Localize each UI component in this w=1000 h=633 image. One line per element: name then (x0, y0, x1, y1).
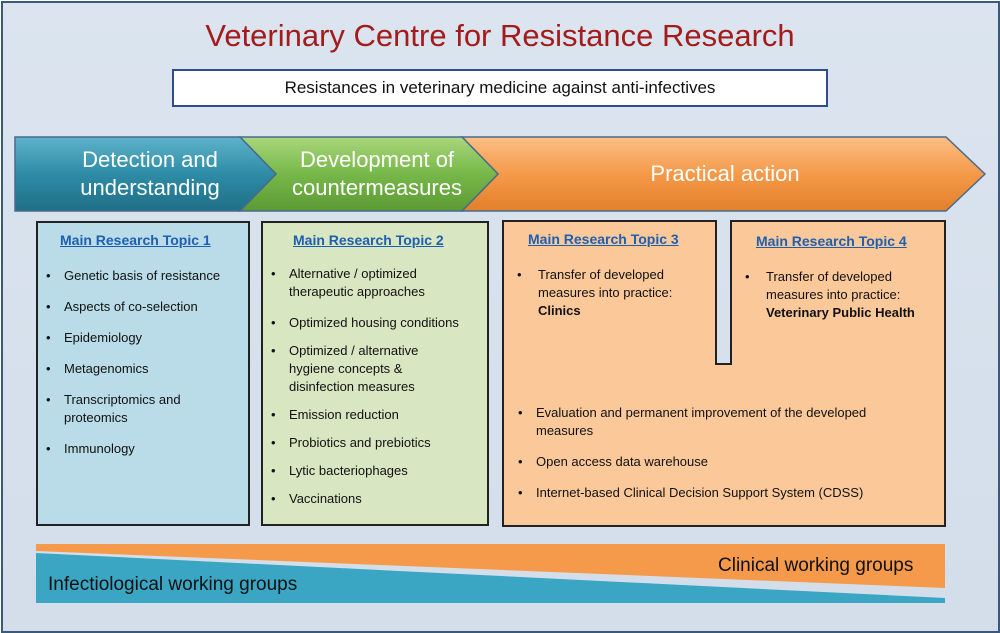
list-item: Emission reduction (263, 406, 469, 424)
topic-2-heading[interactable]: Main Research Topic 2 (293, 232, 444, 248)
list-item: Probiotics and prebiotics (263, 434, 469, 452)
topic-4-heading[interactable]: Main Research Topic 4 (756, 233, 907, 249)
page-title: Veterinary Centre for Resistance Researc… (205, 18, 795, 53)
phase-label-detection-line1: Detection and (82, 147, 218, 172)
list-item: Genetic basis of resistance (38, 267, 243, 285)
subtitle-text: Resistances in veterinary medicine again… (284, 78, 716, 97)
list-item: Transcriptomics and proteomics (38, 391, 243, 427)
list-item: Optimized housing conditions (263, 314, 469, 332)
topic-4-emphasis: Veterinary Public Health (766, 305, 915, 320)
list-item: Vaccinations (263, 490, 469, 508)
list-item: Metagenomics (38, 360, 243, 378)
phase-label-development-line2: countermeasures (292, 175, 462, 200)
shared-practice-list: Evaluation and permanent improvement of … (510, 404, 910, 515)
list-item: Lytic bacteriophages (263, 462, 469, 480)
list-item: Open access data warehouse (510, 453, 910, 471)
phase-label-development: Development of countermeasures (272, 146, 482, 202)
phase-label-development-line1: Development of (299, 147, 455, 172)
topic-1-list: Genetic basis of resistance Aspects of c… (38, 267, 243, 471)
list-item: Optimized / alternative hygiene concepts… (263, 342, 469, 396)
list-item: Alternative / optimized therapeutic appr… (263, 265, 469, 301)
phase-label-detection: Detection and understanding (40, 146, 260, 202)
topic-4-bullet: • (745, 269, 750, 284)
topic-3-text: Transfer of developed measures into prac… (538, 267, 673, 300)
topic-2-list: Alternative / optimized therapeutic appr… (263, 265, 469, 521)
list-item: Aspects of co-selection (38, 298, 243, 316)
topic-3-bullet: • (517, 267, 522, 282)
infectiological-working-groups-label: Infectiological working groups (48, 574, 298, 595)
topic-3-item: Transfer of developed measures into prac… (538, 266, 698, 320)
topic-4-text: Transfer of developed measures into prac… (766, 269, 901, 302)
topic-2-box: Main Research Topic 2 Alternative / opti… (261, 221, 489, 526)
clinical-working-groups-label: Clinical working groups (718, 555, 914, 576)
list-item: Evaluation and permanent improvement of … (510, 404, 910, 440)
practice-box-shape (502, 220, 946, 527)
list-item: Epidemiology (38, 329, 243, 347)
phase-arrow-detection (14, 136, 278, 212)
topic-1-heading[interactable]: Main Research Topic 1 (60, 232, 211, 248)
working-groups-clinical-wedge (36, 544, 945, 588)
subtitle-box: Resistances in veterinary medicine again… (172, 69, 828, 107)
topic-3-heading[interactable]: Main Research Topic 3 (528, 231, 679, 247)
topic-4-item: Transfer of developed measures into prac… (766, 268, 926, 322)
list-item: Internet-based Clinical Decision Support… (510, 484, 910, 502)
phase-label-detection-line2: understanding (80, 175, 220, 200)
topic-3-emphasis: Clinics (538, 303, 581, 318)
list-item: Immunology (38, 440, 243, 458)
phase-label-practical-action: Practical action (650, 161, 800, 186)
working-groups-infectiological-wedge (36, 553, 945, 603)
topic-1-box: Main Research Topic 1 Genetic basis of r… (36, 221, 250, 526)
